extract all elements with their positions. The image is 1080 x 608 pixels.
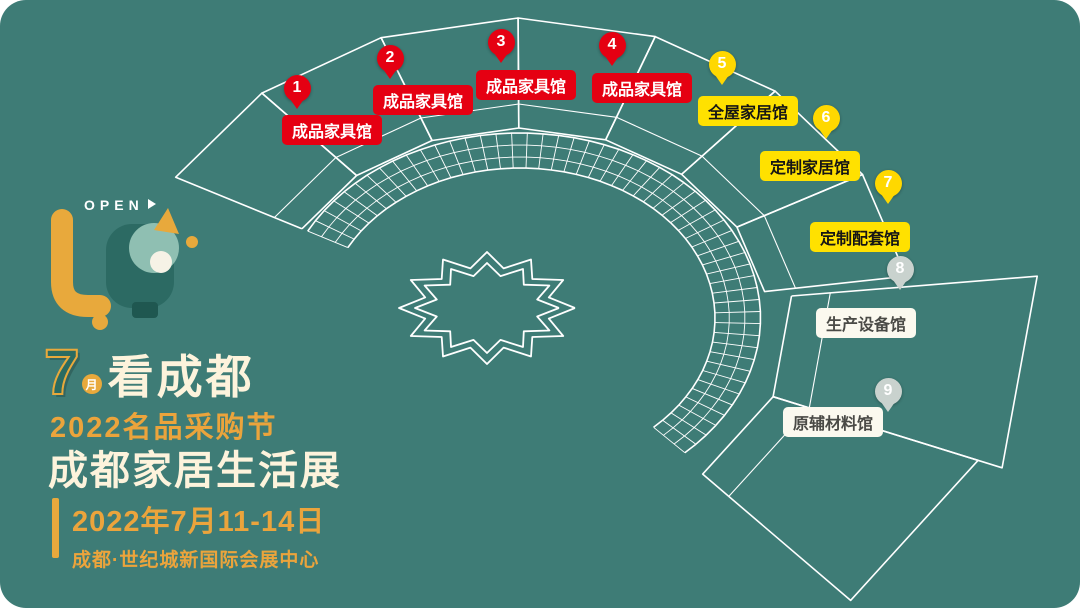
open-life-logo: OPEN (51, 197, 198, 330)
hall-9-number: 9 (883, 382, 893, 399)
hall-1-pin: 1 (283, 74, 311, 102)
hall-2-pin: 2 (376, 44, 404, 72)
hall-9-pin: 9 (874, 377, 902, 405)
date-accent-bar (52, 498, 59, 558)
logo-hat-icon (154, 208, 179, 234)
hall-8-number: 8 (895, 260, 905, 277)
logo-play-icon (148, 199, 156, 209)
hall-2-label: 成品家具馆 (372, 85, 474, 115)
hall-5-number: 5 (717, 55, 727, 72)
hall-3-pin: 3 (487, 28, 515, 56)
hall-5-label: 全屋家居馆 (697, 96, 799, 126)
hall-9-label: 原辅材料馆 (782, 407, 884, 437)
logo-ball-icon-2 (92, 314, 108, 330)
event-dates: 2022年7月11-14日 (72, 506, 326, 538)
logo-letter-shape (51, 209, 111, 317)
hall-3-number: 3 (496, 33, 506, 50)
hall-3-label: 成品家具馆 (475, 70, 577, 100)
hall-6-label: 定制家居馆 (759, 151, 861, 181)
hall-4-label: 成品家具馆 (591, 73, 693, 103)
hall-1-number: 1 (292, 79, 302, 96)
hall-6-pin: 6 (812, 104, 840, 132)
hall-6-number: 6 (821, 109, 831, 126)
hall-2-number: 2 (385, 49, 395, 66)
month-number: 7 (43, 336, 81, 408)
hall-1-label: 成品家具馆 (281, 115, 383, 145)
date-texts: 2022年7月11-14日 成都·世纪城新国际会展中心 (72, 498, 325, 572)
venue-name: 成都·世纪城新国际会展中心 (72, 550, 320, 571)
headline-text: 看成都 (107, 351, 255, 404)
hall-7-label: 定制配套馆 (809, 222, 911, 252)
festival-title: 2022名品采购节 (50, 412, 278, 444)
hall-8-label: 生产设备馆 (815, 308, 917, 338)
event-title: 成都家居生活展 (48, 449, 342, 493)
logo-open-text: OPEN (84, 197, 144, 213)
date-block: 2022年7月11-14日 成都·世纪城新国际会展中心 (52, 498, 325, 572)
hall-7-number: 7 (883, 174, 893, 191)
logo-ball-icon (186, 236, 198, 248)
hall-7-pin: 7 (874, 169, 902, 197)
hall-8-pin: 8 (886, 255, 914, 283)
hall-5-pin: 5 (708, 50, 736, 78)
hall-4-number: 4 (607, 36, 617, 53)
hall-4-pin: 4 (598, 31, 626, 59)
month-badge: 月 (81, 374, 102, 395)
logo-mascot-eye (150, 251, 172, 273)
headline-row: 7 月 看成都 (43, 336, 255, 408)
logo-foot (132, 302, 158, 318)
